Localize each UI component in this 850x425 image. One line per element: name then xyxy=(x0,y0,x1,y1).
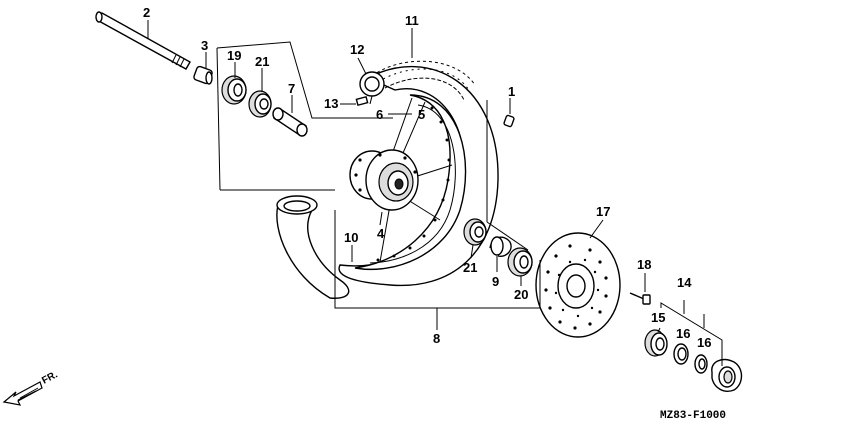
callout-4: 4 xyxy=(377,226,385,241)
brake-disc xyxy=(535,232,621,338)
callout-18: 18 xyxy=(637,257,651,272)
dust-seal-right xyxy=(463,218,487,246)
axle-collar xyxy=(193,65,213,85)
callout-19: 19 xyxy=(227,48,241,63)
valve-cap xyxy=(503,114,515,128)
callout-16b: 16 xyxy=(697,335,711,350)
bearing-right xyxy=(507,247,533,277)
callout-2: 2 xyxy=(143,5,150,20)
callout-6: 6 xyxy=(376,107,383,122)
callout-14: 14 xyxy=(677,275,692,290)
distance-collar xyxy=(272,107,308,137)
callout-10: 10 xyxy=(344,230,358,245)
callout-5: 5 xyxy=(418,107,425,122)
dust-seal-left xyxy=(248,90,272,118)
callout-13: 13 xyxy=(324,96,338,111)
direction-label: FR. xyxy=(40,369,60,386)
callout-11: 11 xyxy=(405,13,419,28)
callout-8: 8 xyxy=(433,331,440,346)
callout-labels: 1 2 3 4 5 6 7 8 9 10 11 12 13 14 15 16 1… xyxy=(143,5,711,350)
callout-17: 17 xyxy=(596,204,610,219)
rim-band xyxy=(276,195,350,299)
callout-7: 7 xyxy=(288,81,295,96)
callout-9: 9 xyxy=(492,274,499,289)
circlip xyxy=(489,236,512,257)
callout-21b: 21 xyxy=(463,260,477,275)
callout-21a: 21 xyxy=(255,54,269,69)
callout-1: 1 xyxy=(508,84,515,99)
wheel-assembly xyxy=(338,60,499,287)
leader-lines xyxy=(147,20,723,366)
disc-bolt xyxy=(629,292,651,305)
speedometer-gear-set xyxy=(644,329,743,392)
bearing-left xyxy=(221,75,247,105)
callout-15: 15 xyxy=(651,310,665,325)
axle xyxy=(95,11,191,70)
front-direction-arrow: FR. xyxy=(2,369,60,406)
drawing-code: MZ83-F1000 xyxy=(660,410,726,422)
callout-16a: 16 xyxy=(676,326,690,341)
callout-3: 3 xyxy=(201,38,208,53)
callout-20: 20 xyxy=(514,287,528,302)
tube-valve xyxy=(355,71,385,107)
callout-12: 12 xyxy=(350,42,364,57)
